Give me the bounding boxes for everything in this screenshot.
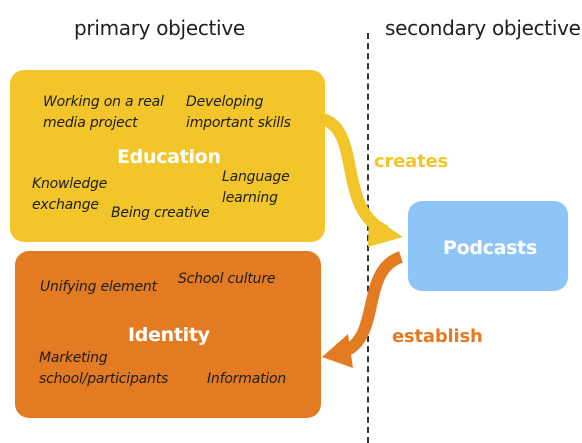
podcasts-box	[408, 201, 568, 291]
education-item: Knowledge exchange	[32, 176, 108, 213]
primary-objective-heading: primary objective	[74, 16, 245, 40]
creates-label: creates	[374, 151, 449, 172]
identity-item: Information	[207, 371, 287, 387]
establish-label: establish	[392, 326, 483, 347]
education-item: Being creative	[111, 205, 210, 221]
identity-item: Marketing school/participants	[39, 350, 169, 387]
education-box	[10, 70, 325, 242]
creates-arrowhead	[368, 214, 403, 247]
education-item: Developing important skills	[186, 94, 291, 131]
education-item: Working on a real media project	[43, 94, 164, 131]
identity-title: Identity	[128, 324, 210, 346]
podcasts-title: Podcasts	[443, 237, 537, 259]
creates-arrow-shaft	[319, 113, 389, 237]
establish-arrow-shaft	[340, 251, 404, 358]
education-title: Education	[117, 146, 221, 168]
identity-item: School culture	[178, 271, 276, 287]
establish-arrowhead	[322, 334, 353, 368]
secondary-objective-heading: secondary objective	[385, 16, 581, 40]
identity-item: Unifying element	[40, 279, 157, 295]
identity-box	[15, 251, 321, 418]
education-item: Language learning	[222, 169, 290, 206]
column-divider	[367, 33, 369, 443]
